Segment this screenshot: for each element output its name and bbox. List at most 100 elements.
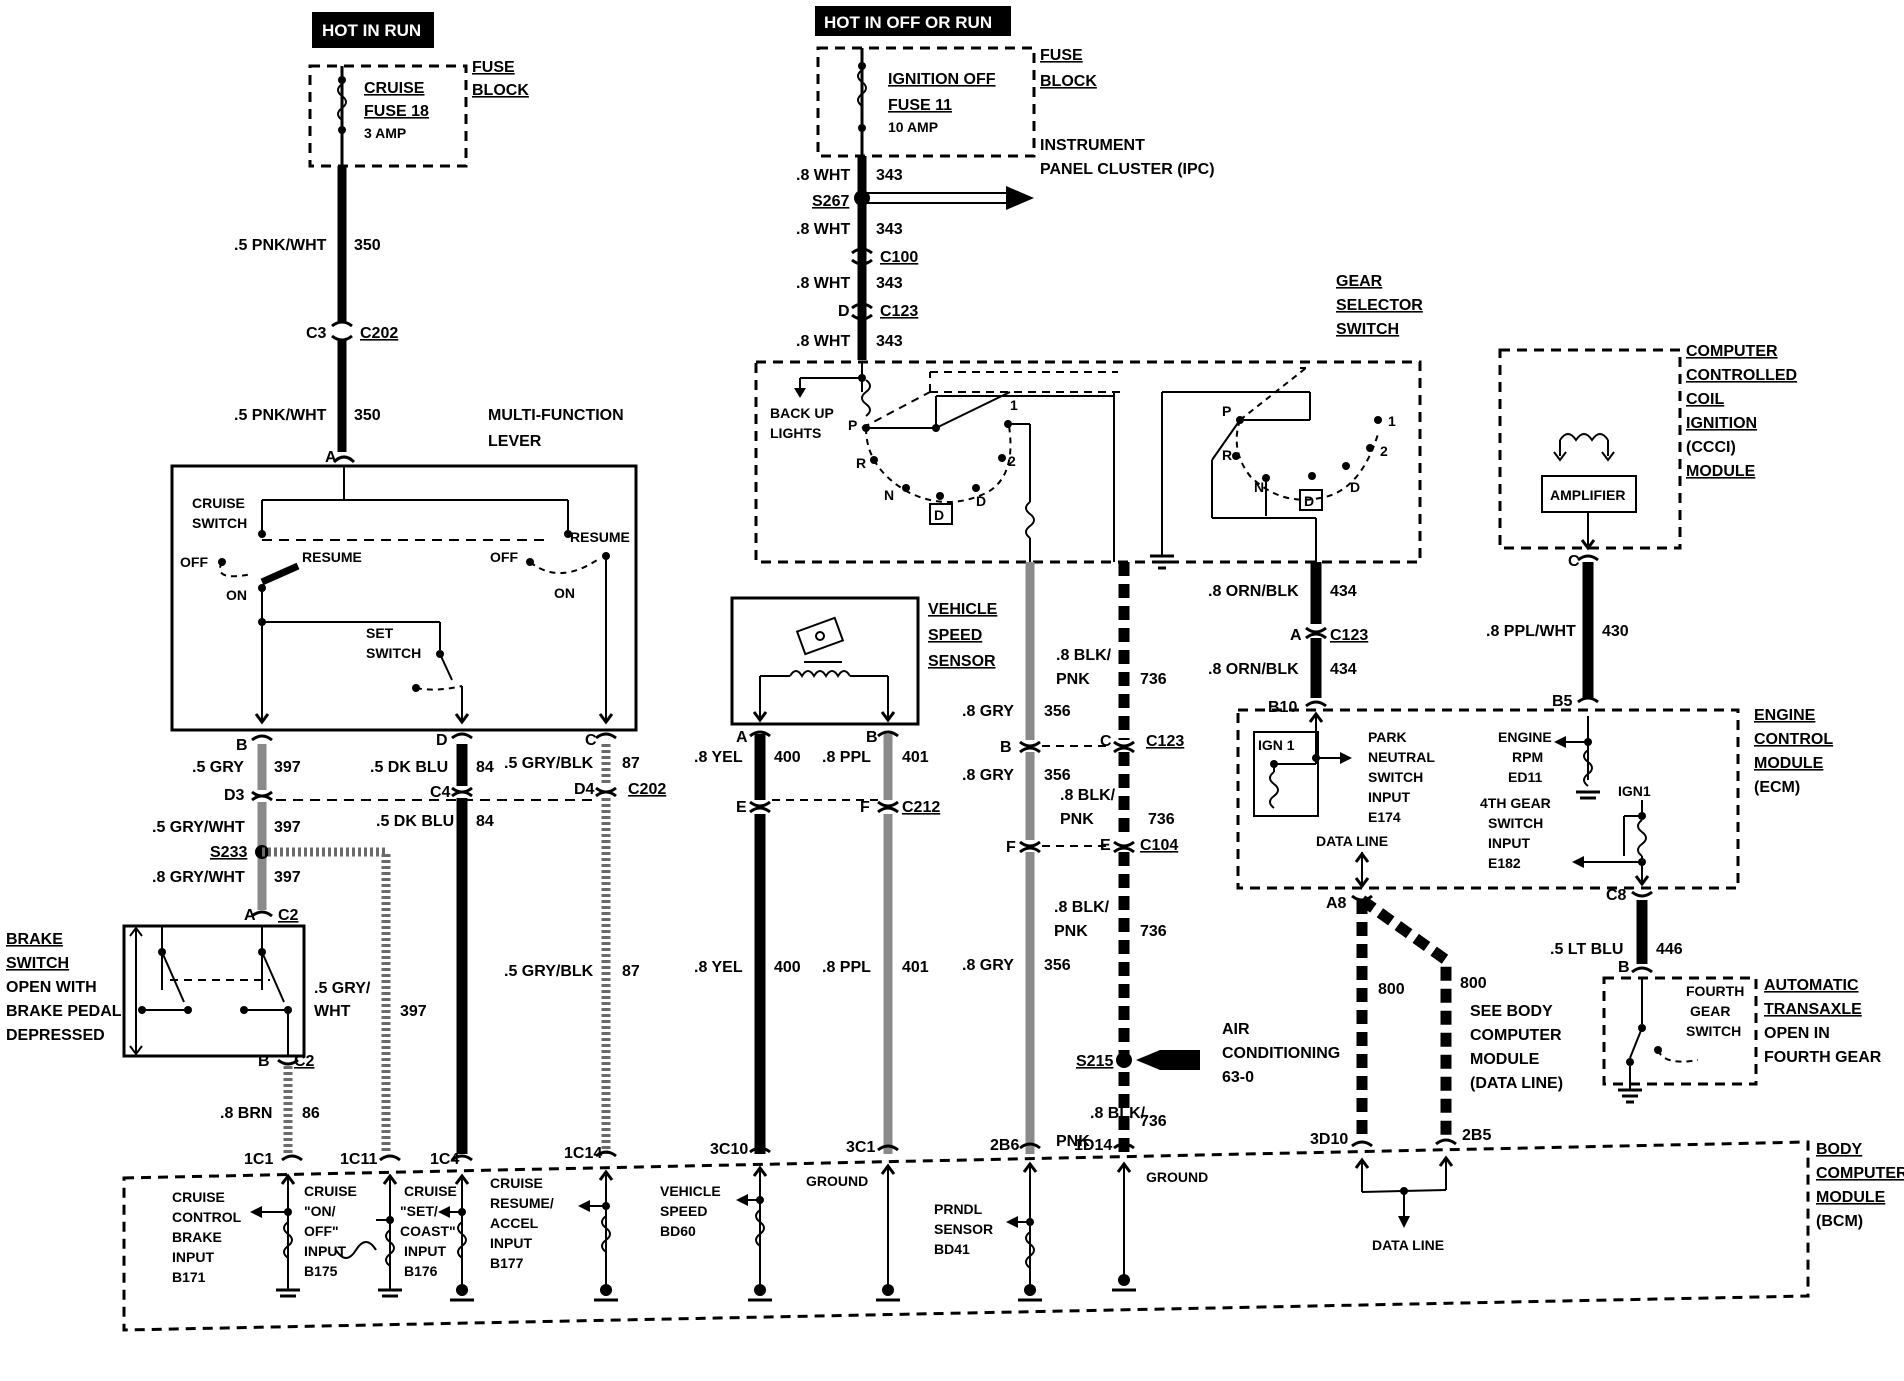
vss-conn-a-arc — [749, 730, 771, 738]
svg-text:C2: C2 — [278, 907, 299, 924]
vss-conn-b-arc — [877, 730, 899, 738]
wire-343-num-3: 343 — [876, 275, 903, 292]
wire-736-label-b1: .8 BLK/ — [1060, 787, 1116, 804]
svg-text:2: 2 — [1008, 453, 1016, 469]
svg-text:INPUT: INPUT — [1368, 789, 1410, 805]
356-connector-arcs — [1019, 740, 1112, 854]
svg-text:DEPRESSED: DEPRESSED — [6, 1027, 105, 1044]
svg-text:COMPUTER: COMPUTER — [1686, 343, 1778, 360]
wire-430-label: .8 PPL/WHT — [1486, 623, 1576, 640]
wire-446-label: .5 LT BLU — [1550, 941, 1623, 958]
svg-text:SENSOR: SENSOR — [928, 653, 996, 670]
s215-label: S215 — [1076, 1053, 1113, 1070]
wire-397-label-a: .5 GRY — [192, 759, 244, 776]
b10-label: B10 — [1268, 699, 1297, 716]
svg-text:COMPUTER: COMPUTER — [1470, 1027, 1562, 1044]
svg-text:PARK: PARK — [1368, 729, 1407, 745]
conn-d-upper: D — [838, 303, 850, 320]
svg-text:ED11: ED11 — [1508, 769, 1542, 785]
wire-800-b — [1358, 895, 1452, 1142]
svg-text:RPM: RPM — [1512, 749, 1543, 765]
svg-text:VEHICLE: VEHICLE — [928, 601, 998, 618]
svg-text:SWITCH: SWITCH — [1488, 815, 1543, 831]
wire-434-label-b: .8 ORN/BLK — [1208, 661, 1299, 678]
svg-text:63-0: 63-0 — [1222, 1069, 1254, 1086]
wire-397-label-d: .5 GRY/ — [314, 980, 371, 997]
wire-401-num-a: 401 — [902, 749, 929, 766]
conn-a-434: A — [1290, 627, 1302, 644]
svg-text:CONTROL: CONTROL — [1754, 731, 1833, 748]
svg-text:MODULE: MODULE — [1470, 1051, 1540, 1068]
svg-text:C3: C3 — [306, 325, 327, 342]
svg-text:CONDITIONING: CONDITIONING — [1222, 1045, 1340, 1062]
svg-text:AIR: AIR — [1222, 1021, 1250, 1038]
svg-text:1: 1 — [1388, 413, 1396, 429]
svg-text:BRAKE: BRAKE — [6, 931, 63, 948]
svg-text:FOURTH: FOURTH — [1686, 983, 1744, 999]
air-conditioning-label: AIR CONDITIONING 63-0 — [1222, 1021, 1340, 1086]
svg-text:(ECM): (ECM) — [1754, 779, 1800, 796]
svg-text:IGNITION: IGNITION — [1686, 415, 1757, 432]
conn-e-vss: E — [736, 799, 747, 816]
wire-356-label-c: .8 GRY — [962, 957, 1014, 974]
svg-text:1: 1 — [1010, 397, 1018, 413]
svg-text:RESUME: RESUME — [302, 549, 362, 565]
c123-736-label: C123 — [1146, 733, 1184, 750]
ignition-fuse-block: IGNITION OFF FUSE 11 10 AMP FUSE BLOCK I… — [816, 46, 1215, 178]
svg-text:4TH GEAR: 4TH GEAR — [1480, 795, 1551, 811]
svg-text:BLOCK: BLOCK — [1040, 73, 1097, 90]
svg-text:MODULE: MODULE — [1754, 755, 1824, 772]
svg-text:COAST": COAST" — [400, 1223, 456, 1239]
svg-text:CRUISE: CRUISE — [172, 1189, 225, 1205]
svg-text:SPEED: SPEED — [660, 1203, 707, 1219]
svg-text:NEUTRAL: NEUTRAL — [1368, 749, 1435, 765]
wire-401-label-b: .8 PPL — [822, 959, 871, 976]
bcm-set-input-label: CRUISE "SET/ COAST" INPUT B176 — [400, 1183, 457, 1279]
s233-label: S233 — [210, 844, 247, 861]
svg-text:AUTOMATIC: AUTOMATIC — [1764, 977, 1859, 994]
svg-text:SPEED: SPEED — [928, 627, 982, 644]
wire-397-label-c: .8 GRY/WHT — [152, 869, 245, 886]
wire-87-label-a: .5 GRY/BLK — [504, 755, 594, 772]
b5-arc — [1577, 696, 1599, 704]
c212-label: C212 — [902, 799, 940, 816]
svg-text:ON: ON — [226, 587, 247, 603]
bcm-resume-input-label: CRUISE RESUME/ ACCEL INPUT B177 — [490, 1175, 554, 1271]
svg-text:B: B — [258, 1053, 270, 1070]
svg-text:BD41: BD41 — [934, 1241, 970, 1257]
wire-397-label-b: .5 GRY/WHT — [152, 819, 245, 836]
conn-f-vss: F — [860, 799, 870, 816]
bcm-ground-label-2: GROUND — [1146, 1169, 1208, 1185]
svg-text:OFF: OFF — [180, 554, 208, 570]
e-arc1 — [749, 800, 771, 808]
svg-text:3D10: 3D10 — [1310, 1131, 1348, 1148]
svg-text:INPUT: INPUT — [304, 1243, 346, 1259]
svg-text:SWITCH: SWITCH — [192, 515, 247, 531]
cruise-fuse-block: CRUISE FUSE 18 3 AMP FUSE BLOCK — [308, 59, 529, 168]
wire-736-label-a1: .8 BLK/ — [1056, 647, 1112, 664]
wire-343-num-1: 343 — [876, 167, 903, 184]
wire-400-label-b: .8 YEL — [694, 959, 743, 976]
434-arc1 — [1305, 626, 1327, 634]
svg-text:SWITCH: SWITCH — [6, 955, 69, 972]
conn-f-356: F — [1006, 839, 1016, 856]
svg-text:GEAR: GEAR — [1690, 1003, 1730, 1019]
wire-356-num-a: 356 — [1044, 703, 1071, 720]
wire-400-label-a: .8 YEL — [694, 749, 743, 766]
svg-text:10 AMP: 10 AMP — [888, 119, 938, 135]
svg-text:N: N — [884, 487, 894, 503]
svg-text:SWITCH: SWITCH — [1368, 769, 1423, 785]
wire-736-label-b2: PNK — [1060, 811, 1094, 828]
svg-text:B171: B171 — [172, 1269, 206, 1285]
wire-350-number: 350 — [354, 237, 381, 254]
wire-397-num-a: 397 — [274, 759, 301, 776]
wire-343 — [851, 156, 1034, 360]
svg-text:SENSOR: SENSOR — [934, 1221, 993, 1237]
wire-356-label-a: .8 GRY — [962, 703, 1014, 720]
wire-434-num-a: 434 — [1330, 583, 1357, 600]
svg-text:FUSE: FUSE — [1040, 47, 1083, 64]
svg-text:ON: ON — [554, 585, 575, 601]
ccci-module: COMPUTER CONTROLLED COIL IGNITION (CCCI)… — [1498, 343, 1797, 551]
a8-label: A8 — [1326, 895, 1347, 912]
